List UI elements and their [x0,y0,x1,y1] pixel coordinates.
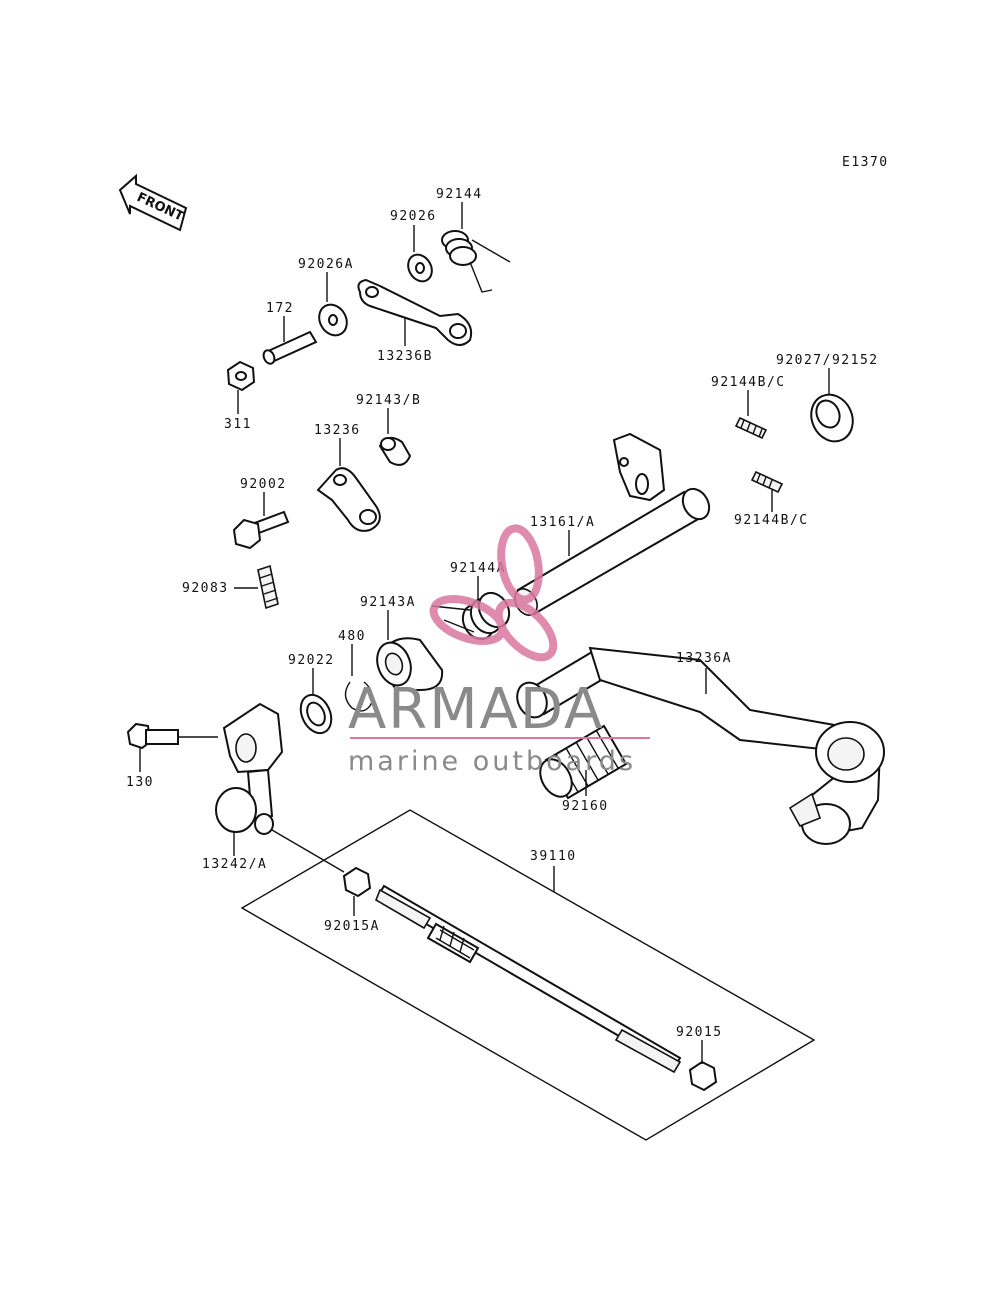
label-13236b: 13236B [377,349,433,364]
label-13161a: 13161/A [530,515,595,530]
collar-92143b-part [378,436,412,466]
label-92143a: 92143A [360,595,416,610]
seal-92027-part [810,393,854,443]
shaft-13161a-part [514,432,711,616]
pin-172-part [262,330,318,365]
nut-92015-part [688,1060,718,1092]
tie-rod-39110-part [375,884,682,1074]
label-92144a: 92144A [450,561,506,576]
front-arrow-icon: FRONT [118,173,188,232]
circlip-480-part [344,681,374,712]
spring-92144bc-top-part [734,416,768,440]
label-92083: 92083 [182,581,229,596]
label-92143b: 92143/B [356,393,421,408]
label-92144: 92144 [436,187,483,202]
armada-logo-icon [429,524,558,662]
shift-lever-13236a-part [516,646,885,845]
label-172: 172 [266,301,294,316]
label-92144bc-top: 92144B/C [711,375,786,390]
nut-92015a-part [342,866,372,898]
label-92022: 92022 [288,653,335,668]
figure-code: E1370 [842,155,889,170]
label-311: 311 [224,417,252,432]
spring-92144bc-bottom-part [750,470,784,494]
label-480: 480 [338,629,366,644]
spring-92083-part [257,564,279,610]
label-130: 130 [126,775,154,790]
washer-92026-part [407,253,433,283]
spring-92144-part [441,230,511,293]
bolt-130-part [126,722,218,750]
washer-92026a-part [318,303,348,337]
label-92015: 92015 [676,1025,723,1040]
bolt-92002-part [232,510,290,550]
label-92160: 92160 [562,799,609,814]
label-13236: 13236 [314,423,361,438]
watermark-tagline: marine outboards [348,746,636,777]
nut-311-part [226,360,256,392]
lever-13242a-part [215,702,284,835]
label-39110: 39110 [530,849,577,864]
washer-92022-part [299,693,333,735]
label-92002: 92002 [240,477,287,492]
label-92015a: 92015A [324,919,380,934]
label-92026a: 92026A [298,257,354,272]
label-92027-92152: 92027/92152 [776,353,879,368]
label-92026: 92026 [390,209,437,224]
label-13242a: 13242/A [202,857,267,872]
label-13236a: 13236A [676,651,732,666]
watermark-brand: ARMADA [348,677,604,742]
link-13236-part [316,467,381,532]
label-92144bc-bottom: 92144B/C [734,513,809,528]
link-plate-13236b-part [357,278,473,346]
kit-outline-39110 [240,809,816,1141]
collar-92143a-part [376,637,444,691]
